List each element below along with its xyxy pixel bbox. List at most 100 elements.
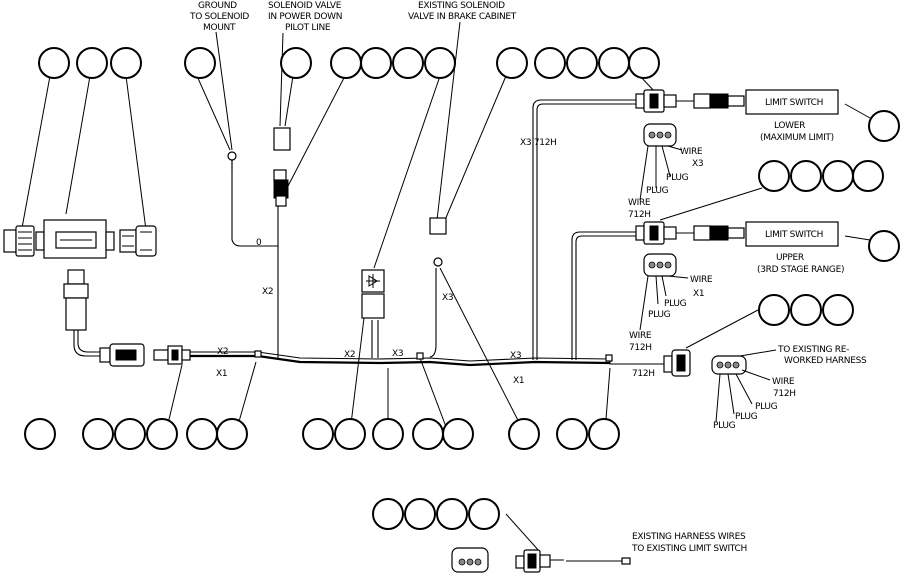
to-existing-label-2: WORKED HARNESS [784, 356, 867, 366]
wire-label: X3 [392, 349, 403, 359]
wire-label: 0 [256, 238, 262, 248]
callout-balloon [184, 47, 216, 79]
callout-balloon [758, 294, 790, 326]
callout-balloon [534, 47, 566, 79]
wire-label: PLUG [666, 173, 689, 183]
callout-balloon [412, 418, 444, 450]
right-end-connector [663, 349, 691, 377]
callout-balloon [868, 110, 900, 142]
inline-connector-left [153, 345, 191, 365]
existing-solenoid-valve [429, 217, 447, 267]
callout-labels: GROUND TO SOLENOID MOUNT SOLENOID VALVE … [189, 1, 867, 554]
fitting-left [3, 225, 35, 257]
wire-label: X1 [216, 369, 227, 379]
callout-balloon [146, 418, 178, 450]
callout-balloon [114, 418, 146, 450]
wire-label: WIRE [628, 198, 651, 208]
wire-label: WIRE [680, 147, 703, 157]
wire-label: 712H [773, 389, 796, 399]
solenoid-valve [273, 127, 291, 207]
callout-balloon [436, 498, 468, 530]
ground-label-3: MOUNT [203, 23, 236, 33]
callout-balloon [186, 418, 218, 450]
wire-label: PLUG [646, 186, 669, 196]
splice-markers [254, 350, 613, 362]
callout-balloon [110, 47, 142, 79]
callout-balloon [24, 418, 56, 450]
callout-balloon [360, 47, 392, 79]
callout-balloon [216, 418, 248, 450]
to-existing-label-1: TO EXISTING RE- [777, 345, 849, 355]
upper-plug-face [639, 253, 689, 331]
item-balloons [24, 47, 900, 530]
callout-balloon [334, 418, 366, 450]
callout-balloon [468, 498, 500, 530]
existing-harness-plug-face [451, 547, 489, 573]
wire-label: X3 [510, 351, 521, 361]
wire-label: PLUG [755, 402, 778, 412]
existing-solenoid-label-1: EXISTING SOLENOID [418, 1, 505, 11]
wire-label: X1 [693, 289, 704, 299]
upper-label-2: (3RD STAGE RANGE) [757, 265, 844, 275]
wire-label: X3 [442, 293, 453, 303]
callout-balloon [392, 47, 424, 79]
branch-wires [73, 99, 636, 360]
pressure-sensor [63, 269, 89, 331]
callout-balloon [302, 418, 334, 450]
callout-balloon [628, 47, 660, 79]
sensor-connector [99, 343, 145, 367]
callout-balloon [38, 47, 70, 79]
limit-switch-lower-label: LIMIT SWITCH [765, 98, 823, 108]
callout-balloon [598, 47, 630, 79]
callout-balloon [76, 47, 108, 79]
wire-label: WIRE [629, 331, 652, 341]
wire-label: PLUG [664, 299, 687, 309]
upper-limit-switch-assembly: LIMIT SWITCH [635, 221, 839, 247]
callout-balloon [556, 418, 588, 450]
wire-label: 712H [632, 369, 655, 379]
lower-label-2: (MAXIMUM LIMIT) [760, 133, 834, 143]
callout-balloon [822, 160, 854, 192]
callout-balloon [508, 418, 540, 450]
callout-balloon [790, 160, 822, 192]
callout-balloon [372, 418, 404, 450]
existing-harness-label-2: TO EXISTING LIMIT SWITCH [631, 544, 747, 554]
wire-id-labels: X3 712H WIRE X3 PLUG PLUG WIRE 712H WIRE… [216, 138, 796, 431]
callout-balloon [588, 418, 620, 450]
callout-balloon [790, 294, 822, 326]
callout-balloon [82, 418, 114, 450]
solenoid-label-1: SOLENOID VALVE [268, 1, 342, 11]
callout-balloon [404, 498, 436, 530]
callout-balloon [496, 47, 528, 79]
existing-solenoid-label-2: VALVE IN BRAKE CABINET [408, 12, 517, 22]
wire-label: X2 [262, 287, 273, 297]
diode-module [361, 269, 385, 319]
wire-label: X3 [692, 159, 703, 169]
wire-label: 712H [628, 210, 651, 220]
wire-label: WIRE [690, 275, 713, 285]
fitting-right [119, 225, 157, 257]
callout-balloon [822, 294, 854, 326]
wire-label: PLUG [648, 310, 671, 320]
existing-harness-label-1: EXISTING HARNESS WIRES [632, 532, 746, 542]
lower-limit-switch-assembly: LIMIT SWITCH [635, 89, 839, 115]
solenoid-label-2: IN POWER DOWN [268, 12, 342, 22]
callout-balloon [868, 230, 900, 262]
callout-balloon [424, 47, 456, 79]
solenoid-label-3: PILOT LINE [285, 23, 331, 33]
ground-ring [227, 151, 237, 170]
callout-balloon [280, 47, 312, 79]
callout-balloon [566, 47, 598, 79]
wire-label: X3 712H [520, 138, 557, 148]
lower-label-1: LOWER [774, 121, 805, 131]
wire-label: X2 [217, 347, 228, 357]
reworked-plug-face [711, 349, 777, 423]
ground-label-1: GROUND [198, 1, 237, 11]
wire-label: 712H [629, 343, 652, 353]
manifold-block [35, 219, 115, 259]
existing-harness-connector [515, 549, 631, 573]
upper-label-1: UPPER [776, 253, 804, 263]
callout-balloon [442, 418, 474, 450]
wire-label: PLUG [735, 412, 758, 422]
